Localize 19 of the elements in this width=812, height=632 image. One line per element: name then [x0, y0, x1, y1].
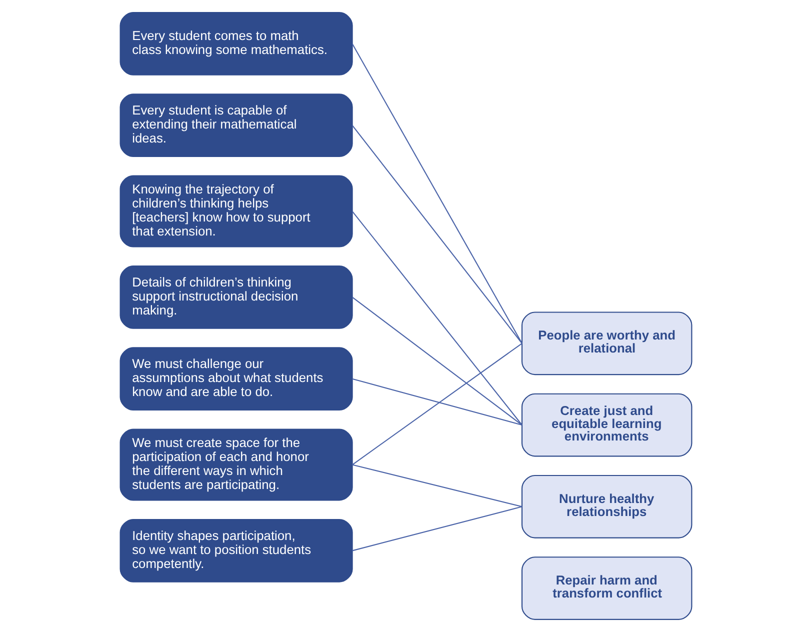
node-box: Details of children’s thinking support instructional decision making.: [120, 266, 353, 329]
connector: [352, 342, 522, 466]
node-box: Every student comes to math class knowing some mathematics.: [120, 12, 353, 76]
connector: [352, 296, 522, 426]
connector: [352, 506, 522, 552]
node-box: We must create space for the participation of each and honor the different ways in which students are participating.: [120, 428, 353, 501]
connector: [352, 43, 522, 344]
node-box: Identity shapes participation, so we want to position students competently.: [120, 519, 353, 582]
node-box: Every student is capable of extending their mathematical ideas.: [120, 94, 353, 158]
node-box: Knowing the trajectory of children’s thinking helps [teachers] know how to support that extension.: [120, 175, 353, 248]
node-box: People are worthy and relational: [521, 312, 692, 376]
node-box: Repair harm and transform conflict: [521, 556, 692, 620]
node-box: Nurture healthy relationships: [521, 474, 692, 538]
node-box: Create just and equitable learning environments: [521, 393, 692, 457]
node-box: We must challenge our assumptions about what students know and are able to do.: [120, 347, 353, 411]
connector: [352, 378, 522, 426]
connector: [352, 125, 522, 344]
connector: [352, 210, 522, 426]
connector: [352, 464, 522, 508]
